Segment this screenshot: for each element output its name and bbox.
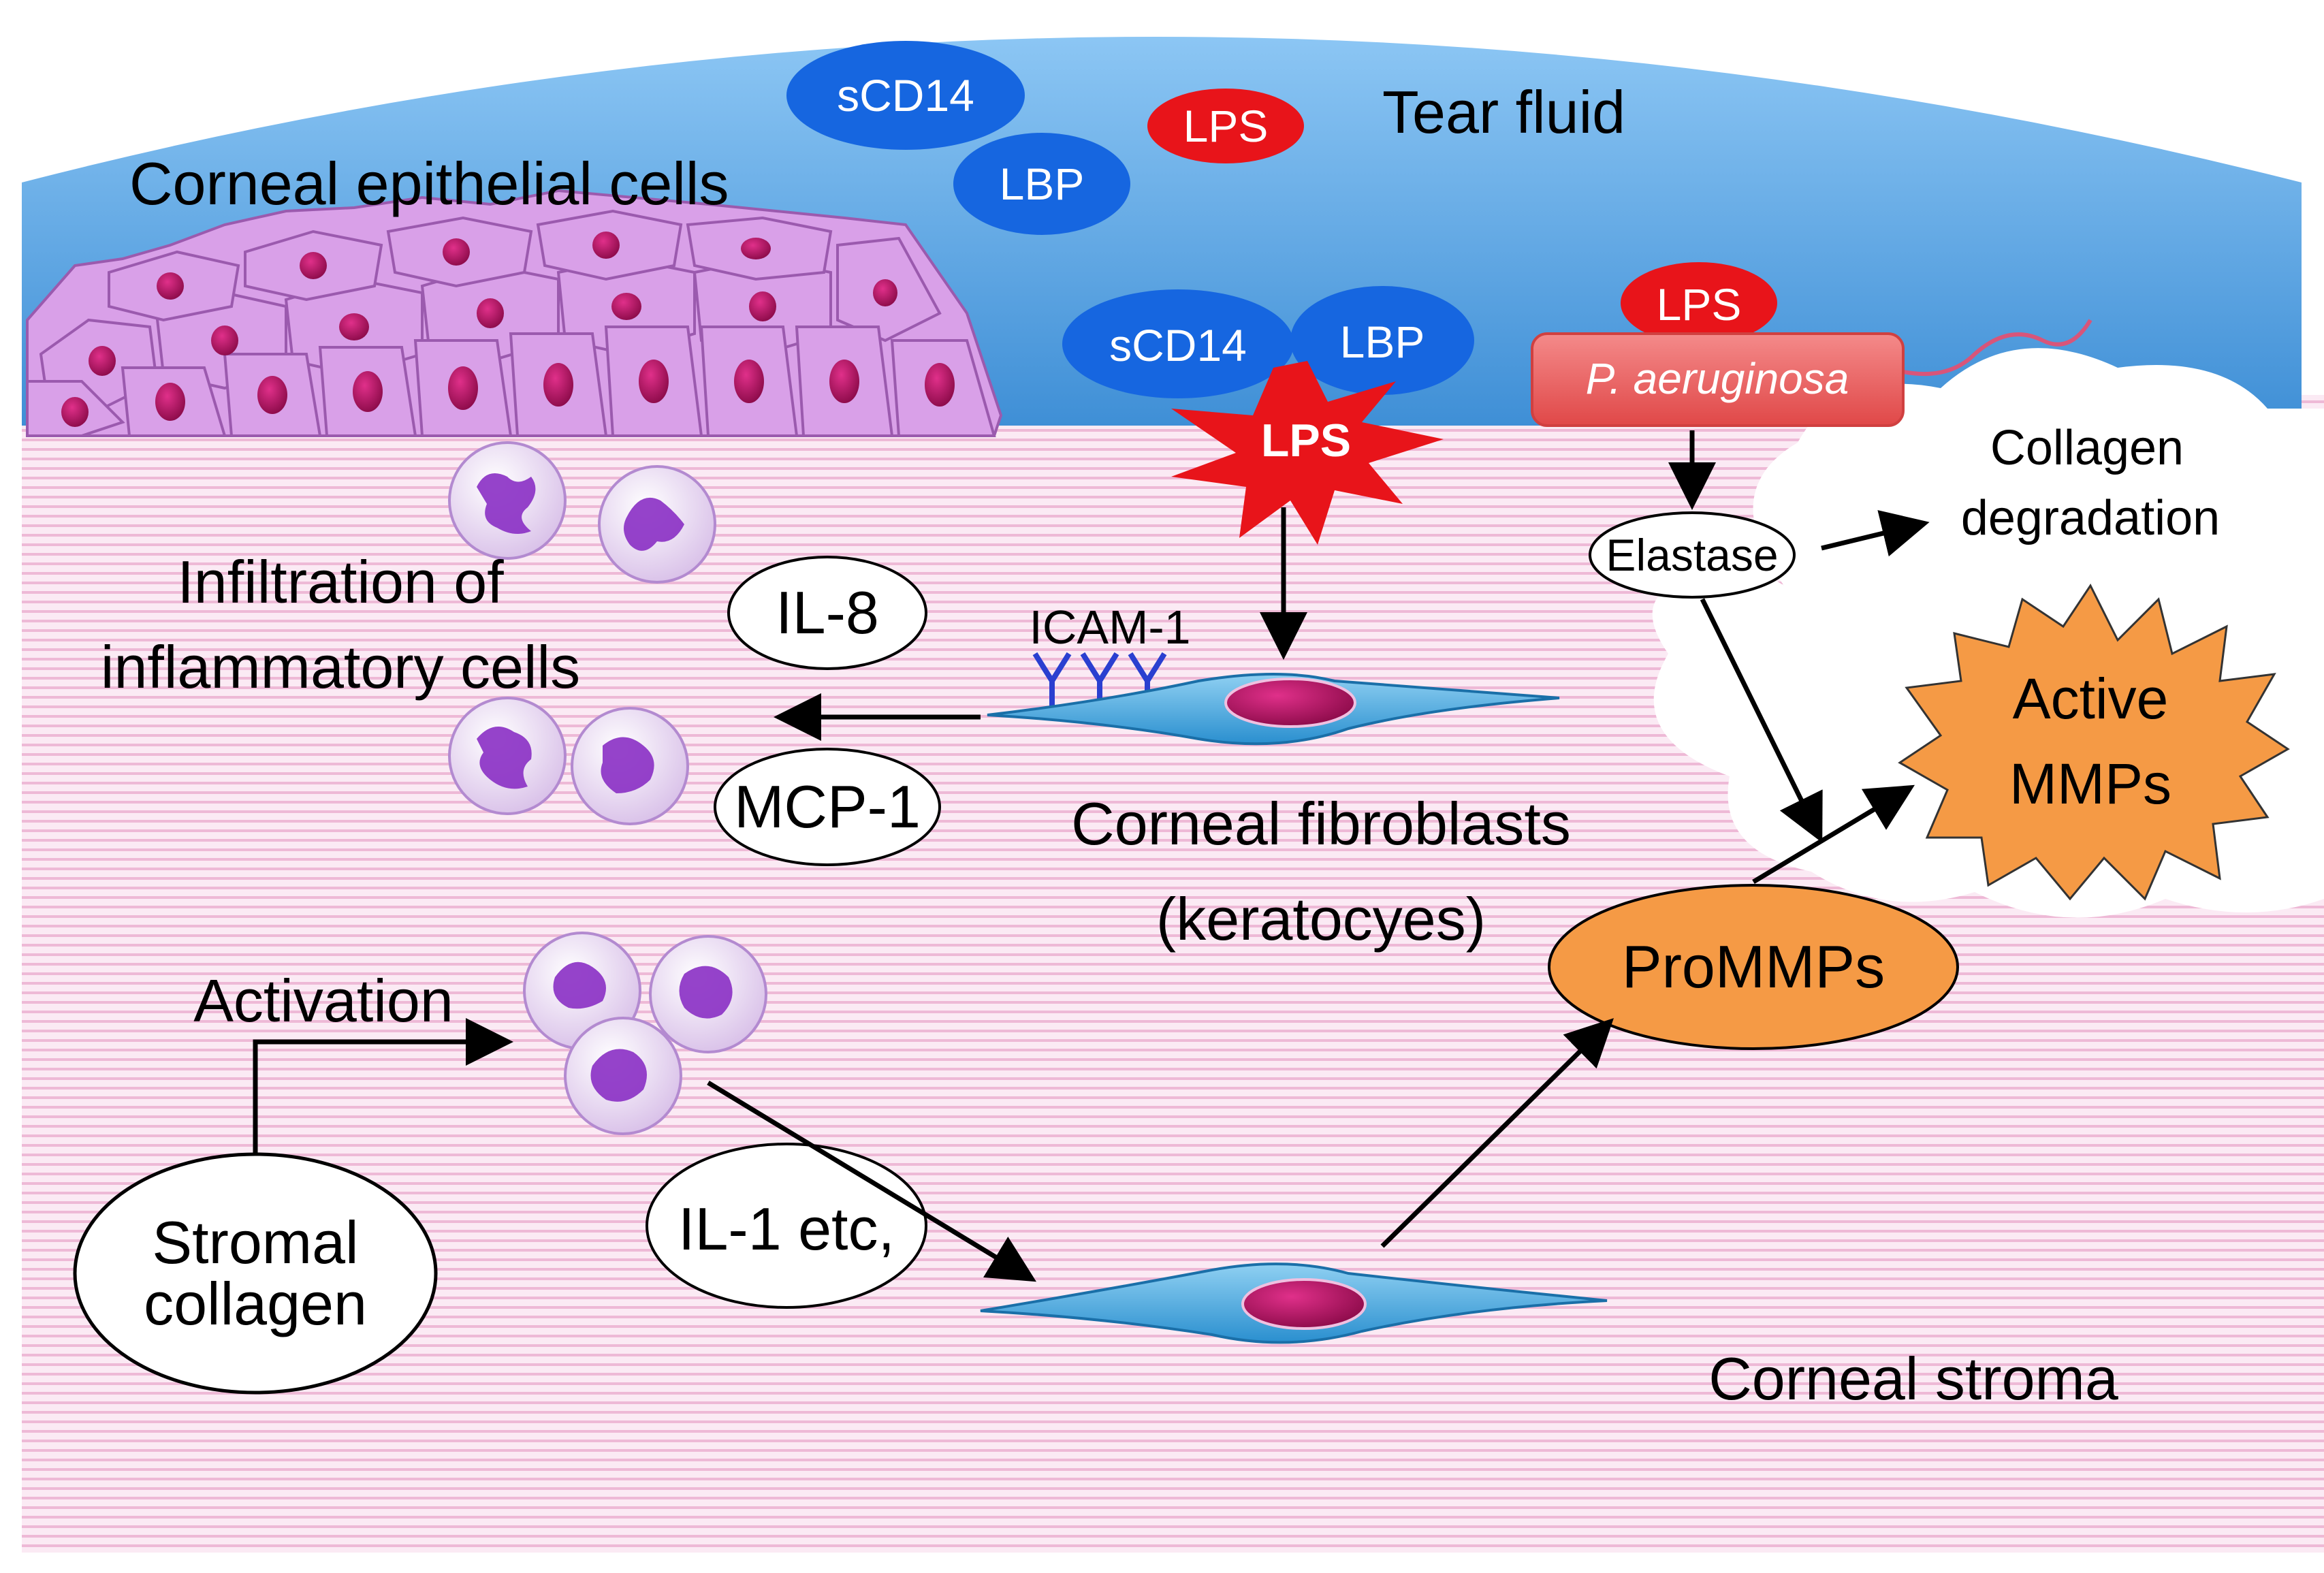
stromal-collagen-node: Stromal collagen <box>73 1152 438 1395</box>
infiltration-label-1: Infiltration of <box>177 548 504 616</box>
svg-text:Elastase: Elastase <box>1606 530 1778 580</box>
svg-text:sCD14: sCD14 <box>1109 320 1247 370</box>
pathway-arrows <box>253 430 1930 1282</box>
il8-node: IL-8 <box>727 556 927 670</box>
lps-activation-star <box>1171 361 1444 545</box>
collagen-degradation-label-2: degradation <box>1961 491 2220 545</box>
p-aeruginosa-bacterium: P. aeruginosa <box>1531 319 2092 427</box>
leukocyte-cluster-middle <box>448 697 689 825</box>
arrow-prommps-to-active-mmps <box>1752 784 1915 885</box>
corneal-fibroblast-top <box>987 673 1560 746</box>
lps-lbp-scd14-complex: sCD14 LBP LPS <box>1062 286 1474 545</box>
corneal-fibroblast-bottom <box>980 1262 1608 1344</box>
corneal-stroma-label: Corneal stroma <box>1708 1345 2118 1412</box>
flagellum <box>1899 319 2092 377</box>
il1-node: IL-1 etc, <box>646 1143 927 1309</box>
scd14-free: sCD14 <box>786 41 1025 150</box>
svg-text:Stromal: Stromal <box>152 1209 358 1276</box>
svg-text:P. aeruginosa: P. aeruginosa <box>1586 354 1849 403</box>
leukocyte-cluster-top <box>448 441 716 584</box>
icam1-receptors <box>1032 652 1167 712</box>
arrow-elastase-to-collagen <box>1821 510 1930 557</box>
infiltration-label-2: inflammatory cells <box>101 633 580 701</box>
svg-text:LPS: LPS <box>1183 101 1269 151</box>
arrow-elastase-to-active-mmps <box>1700 598 1823 843</box>
svg-text:MMPs: MMPs <box>2009 752 2171 816</box>
svg-text:Active: Active <box>2013 667 2169 731</box>
collagen-degradation-label-1: Collagen <box>1990 421 2184 475</box>
prommps-node: ProMMPs <box>1548 884 1959 1050</box>
mcp1-node: MCP-1 <box>714 748 941 866</box>
tear-fluid-label: Tear fluid <box>1382 78 1625 146</box>
arrow-fibroblast-to-prommps <box>1380 1018 1614 1248</box>
epithelial-cell-layer <box>26 189 1003 437</box>
svg-text:ProMMPs: ProMMPs <box>1622 933 1885 1000</box>
svg-text:LPS: LPS <box>1657 279 1742 330</box>
corneal-epithelial-cells-label: Corneal epithelial cells <box>129 150 729 217</box>
svg-text:LPS: LPS <box>1261 415 1351 466</box>
activation-label: Activation <box>193 967 453 1034</box>
corneal-fibroblasts-label-1: Corneal fibroblasts <box>1071 790 1571 857</box>
active-mmps-star: Active MMPs <box>1898 584 2290 901</box>
svg-text:MCP-1: MCP-1 <box>734 773 921 840</box>
svg-text:IL-1 etc,: IL-1 etc, <box>678 1195 895 1262</box>
arrow-stromal-collagen-activation <box>253 1018 513 1154</box>
lps-free: LPS <box>1147 89 1304 163</box>
corneal-fibroblasts-label-2: (keratocyes) <box>1156 885 1486 953</box>
icam1-label: ICAM-1 <box>1029 601 1190 654</box>
leukocyte-cluster-bottom <box>523 932 767 1135</box>
svg-text:collagen: collagen <box>144 1270 367 1337</box>
svg-text:IL-8: IL-8 <box>776 579 879 646</box>
lbp-free: LBP <box>953 133 1130 235</box>
lps-on-bacterium: LPS <box>1621 262 1777 344</box>
svg-text:LBP: LBP <box>1000 159 1085 209</box>
svg-text:LBP: LBP <box>1340 317 1425 367</box>
svg-text:sCD14: sCD14 <box>837 70 974 121</box>
arrow-leukocytes-to-fibroblast <box>707 1081 1036 1282</box>
elastase-node: Elastase <box>1589 511 1796 599</box>
